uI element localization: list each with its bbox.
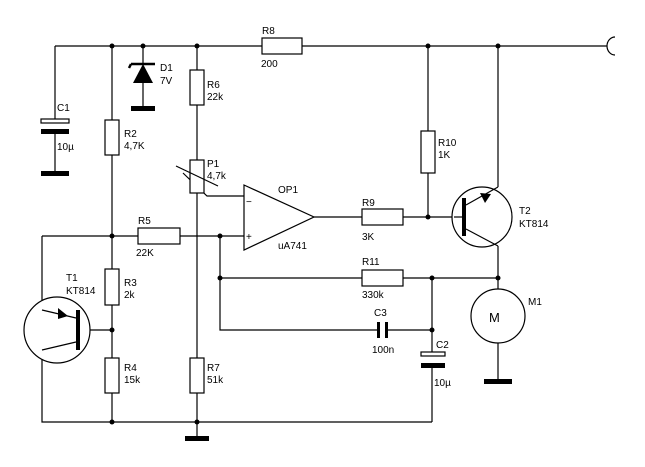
label-r10-ref: R10 <box>438 138 457 149</box>
label-c3-ref: C3 <box>374 308 387 319</box>
label-t2-val: KT814 <box>519 219 549 230</box>
label-r5-val: 22K <box>136 248 154 259</box>
output-terminal <box>606 36 616 56</box>
label-r8-val: 200 <box>261 59 278 70</box>
label-m1-ref: M1 <box>528 297 542 308</box>
zener-diode-d1 <box>127 62 155 83</box>
label-r8-ref: R8 <box>262 26 275 37</box>
label-op1-ref: OP1 <box>278 185 298 196</box>
label-r6-val: 22k <box>207 92 224 103</box>
resistor-r3 <box>104 268 120 306</box>
label-r6-ref: R6 <box>207 80 220 91</box>
label-r5-ref: R5 <box>138 216 151 227</box>
junction-dot <box>109 419 115 425</box>
label-r11-ref: R11 <box>362 257 380 268</box>
ground-symbol <box>484 379 512 384</box>
wires <box>41 45 607 436</box>
label-c1-val: 10µ <box>57 142 74 153</box>
junction-dot <box>429 327 435 333</box>
transistor-t2 <box>451 186 513 248</box>
resistor-r7 <box>189 357 205 394</box>
junction-dot <box>217 275 223 281</box>
junction-dot <box>109 43 115 49</box>
component-labels: R8 200 D1 7V R6 22k C1 10µ R2 4,7K P1 4,… <box>57 26 549 389</box>
resistor-r10 <box>420 130 436 174</box>
label-d1-val: 7V <box>160 76 173 87</box>
capacitor-c3 <box>377 322 388 338</box>
junction-dot <box>495 43 501 49</box>
label-r2-ref: R2 <box>124 129 137 140</box>
capacitor-c2 <box>420 351 446 368</box>
label-p1-val: 4,7k <box>207 171 227 182</box>
junction-dot <box>429 275 435 281</box>
label-t1-val: KT814 <box>66 286 96 297</box>
label-r11-val: 330k <box>362 290 385 301</box>
junction-dot <box>495 275 501 281</box>
resistor-r11 <box>361 269 404 287</box>
op1-noninverting-mark: + <box>246 232 252 243</box>
motor-m1: M <box>470 288 526 344</box>
label-t1-ref: T1 <box>66 273 78 284</box>
label-r9-val: 3K <box>362 232 375 243</box>
resistor-r2 <box>104 119 120 156</box>
resistor-r6 <box>189 69 205 106</box>
label-r10-val: 1K <box>438 150 451 161</box>
resistor-r9 <box>361 208 404 226</box>
label-op1-val: uA741 <box>278 241 307 252</box>
capacitor-c1 <box>40 118 70 134</box>
junction-dot <box>425 214 431 220</box>
label-r7-ref: R7 <box>207 363 220 374</box>
junction-dot <box>194 419 200 425</box>
label-c2-val: 10µ <box>434 378 451 389</box>
label-r3-ref: R3 <box>124 278 137 289</box>
junction-dots <box>109 43 501 425</box>
junction-dot <box>109 327 115 333</box>
label-c2-ref: C2 <box>436 340 449 351</box>
label-c3-val: 100n <box>372 345 394 356</box>
transistor-t1 <box>23 296 91 364</box>
resistor-r5 <box>137 227 181 245</box>
ground-symbol <box>41 171 69 176</box>
label-r2-val: 4,7K <box>124 141 145 152</box>
label-r7-val: 51k <box>207 375 224 386</box>
resistor-r8 <box>261 37 303 55</box>
label-r3-val: 2k <box>124 290 136 301</box>
label-c1-ref: C1 <box>57 103 70 114</box>
junction-dot <box>217 233 223 239</box>
op-amp-op1 <box>243 184 316 251</box>
junction-dot <box>140 43 146 49</box>
junction-dot <box>109 233 115 239</box>
junction-dot <box>194 43 200 49</box>
label-d1-ref: D1 <box>160 63 173 74</box>
junction-dot <box>425 43 431 49</box>
label-t2-ref: T2 <box>519 206 531 217</box>
label-p1-ref: P1 <box>207 159 220 170</box>
label-r4-ref: R4 <box>124 363 137 374</box>
label-r4-val: 15k <box>124 375 141 386</box>
motor-symbol-label: M <box>489 310 500 325</box>
label-r9-ref: R9 <box>362 198 375 209</box>
potentiometer-p1 <box>175 159 219 194</box>
ground-symbol <box>185 436 209 441</box>
resistor-r4 <box>104 357 120 394</box>
ground-symbol <box>131 106 155 111</box>
op1-inverting-mark: − <box>246 197 252 208</box>
